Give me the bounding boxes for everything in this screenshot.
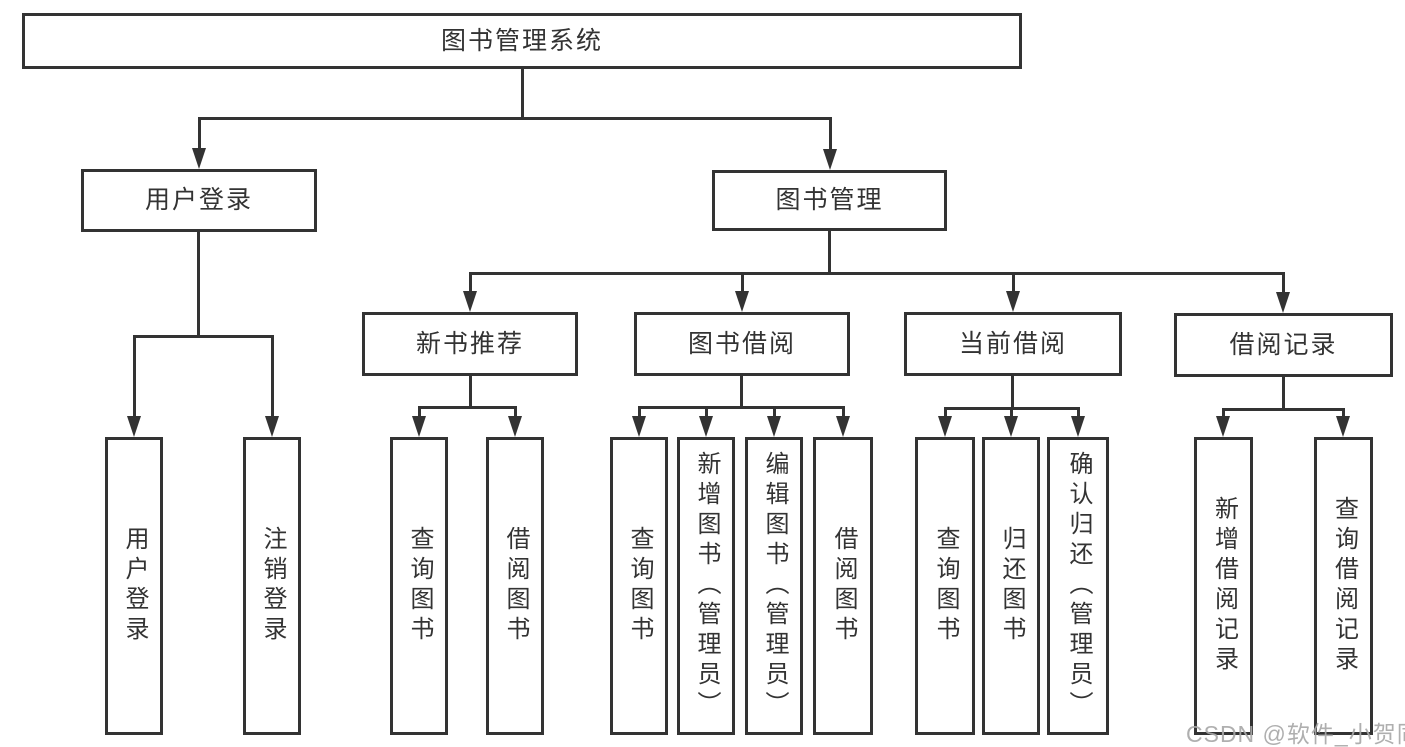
node-book-borrow-label: 图书借阅: [687, 329, 796, 358]
arrow-down-icon: [1216, 416, 1230, 437]
node-new-book-recommend: 新书推荐: [362, 312, 578, 376]
arrow-down-icon: [836, 416, 850, 437]
leaf-label: 借阅图书: [830, 526, 857, 646]
arrow-down-icon: [1006, 291, 1020, 312]
node-book-management: 图书管理: [712, 170, 947, 231]
leaf-label: 注销登录: [259, 526, 286, 646]
arrow-down-icon: [767, 416, 781, 437]
leaf-label: 查询借阅记录: [1330, 496, 1358, 676]
leaf-label: 确认归还（管理员）: [1065, 451, 1092, 721]
leaf-confirm-return-admin: 确认归还（管理员）: [1047, 437, 1109, 735]
node-borrow-records: 借阅记录: [1174, 313, 1393, 377]
leaf-label: 新增图书（管理员）: [693, 451, 720, 721]
node-new-book-recommend-label: 新书推荐: [415, 329, 524, 358]
watermark: CSDN @软件_小贺同学: [1186, 721, 1405, 747]
edge-drop-leaf: [418, 406, 421, 418]
edge-user-login-rail: [133, 335, 273, 338]
edge-drop-leaf: [1222, 408, 1225, 418]
arrow-down-icon: [463, 291, 477, 312]
node-user-login-label: 用户登录: [144, 186, 253, 214]
arrow-down-icon: [1336, 416, 1350, 437]
edge-root-rail: [198, 117, 831, 120]
node-user-login: 用户登录: [81, 169, 317, 232]
edge-drop-book-management: [829, 117, 832, 150]
edge-drop-leaf: [638, 406, 641, 418]
edge-drop-book-borrow: [741, 272, 744, 293]
edge-drop-leaf: [842, 406, 845, 418]
arrow-down-icon: [699, 416, 713, 437]
arrow-down-icon: [823, 149, 837, 170]
edge-drop-leaf: [705, 406, 708, 418]
edge-borrow-records-stem: [1282, 377, 1285, 408]
edge-drop-leaf: [1010, 407, 1013, 418]
arrow-down-icon: [265, 416, 279, 437]
node-borrow-records-label: 借阅记录: [1229, 330, 1338, 359]
leaf-query-books-3: 查询图书: [915, 437, 975, 735]
arrow-down-icon: [508, 416, 522, 437]
edge-drop-leaf: [133, 335, 136, 418]
leaf-query-books-2: 查询图书: [610, 437, 668, 735]
leaf-label: 查询图书: [626, 526, 653, 646]
leaf-label: 查询图书: [406, 526, 433, 646]
edge-drop-leaf: [514, 406, 517, 418]
edge-root-stem: [521, 69, 524, 117]
edge-user-login-stem: [197, 232, 200, 335]
arrow-down-icon: [1276, 292, 1290, 313]
arrow-down-icon: [192, 148, 206, 169]
edge-drop-borrow-records: [1282, 272, 1285, 293]
leaf-borrow-books-1: 借阅图书: [486, 437, 544, 735]
arrow-down-icon: [412, 416, 426, 437]
edge-new-book-rail: [418, 406, 516, 409]
leaf-borrow-books-2: 借阅图书: [813, 437, 873, 735]
leaf-query-books-1: 查询图书: [390, 437, 448, 735]
leaf-label: 查询图书: [932, 526, 959, 646]
arrow-down-icon: [1004, 416, 1018, 437]
leaf-query-borrow-record: 查询借阅记录: [1314, 437, 1373, 735]
edge-book-borrow-rail: [638, 406, 844, 409]
edge-drop-leaf: [1077, 407, 1080, 418]
leaf-label: 新增借阅记录: [1210, 496, 1238, 676]
edge-drop-current-borrow: [1012, 272, 1015, 293]
edge-drop-leaf: [773, 406, 776, 418]
node-current-borrow-label: 当前借阅: [958, 329, 1067, 358]
leaf-user-login: 用户登录: [105, 437, 163, 735]
edge-drop-leaf: [944, 407, 947, 418]
edge-drop-new-book: [469, 272, 472, 293]
edge-book-management-rail: [469, 272, 1284, 275]
arrow-down-icon: [938, 416, 952, 437]
node-book-borrow: 图书借阅: [634, 312, 850, 376]
node-book-management-label: 图书管理: [775, 186, 884, 214]
edge-drop-user-login: [198, 117, 201, 150]
node-root: 图书管理系统: [22, 13, 1022, 69]
leaf-add-books-admin: 新增图书（管理员）: [677, 437, 735, 735]
leaf-label: 归还图书: [998, 526, 1025, 646]
arrow-down-icon: [632, 416, 646, 437]
arrow-down-icon: [127, 416, 141, 437]
edge-new-book-stem: [469, 376, 472, 406]
leaf-return-books: 归还图书: [982, 437, 1040, 735]
edge-book-management-stem: [828, 231, 831, 272]
leaf-label: 编辑图书（管理员）: [761, 451, 788, 721]
edge-drop-leaf: [271, 335, 274, 418]
leaf-edit-books-admin: 编辑图书（管理员）: [745, 437, 803, 735]
leaf-logout: 注销登录: [243, 437, 301, 735]
edge-drop-leaf: [1342, 408, 1345, 418]
edge-borrow-records-rail: [1222, 408, 1344, 411]
leaf-label: 借阅图书: [502, 526, 529, 646]
leaf-label: 用户登录: [121, 526, 148, 646]
arrow-down-icon: [735, 291, 749, 312]
edge-book-borrow-stem: [740, 376, 743, 406]
arrow-down-icon: [1071, 416, 1085, 437]
node-root-label: 图书管理系统: [440, 26, 603, 55]
node-current-borrow: 当前借阅: [904, 312, 1122, 376]
edge-current-borrow-stem: [1011, 376, 1014, 407]
leaf-add-borrow-record: 新增借阅记录: [1194, 437, 1253, 735]
